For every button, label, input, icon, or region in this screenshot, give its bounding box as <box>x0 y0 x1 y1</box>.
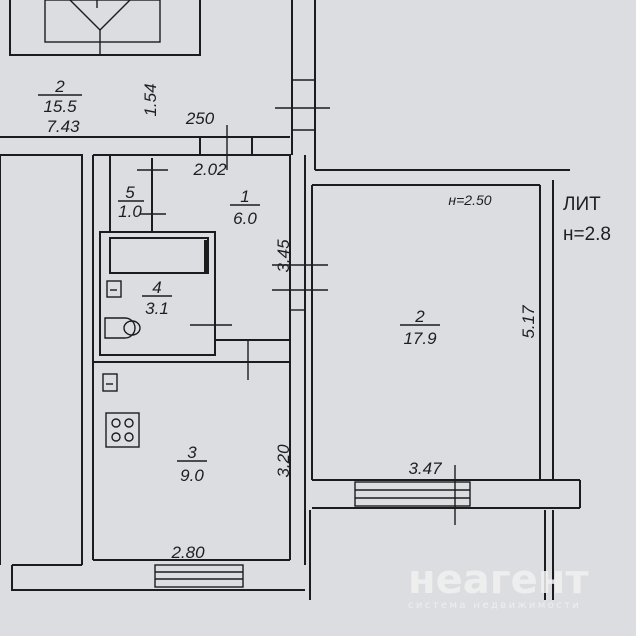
dimension-label: 3.47 <box>408 459 442 478</box>
room-number: 2 <box>54 77 65 96</box>
ceiling-height-label: н=2.50 <box>448 192 491 208</box>
dimension-label: 2.80 <box>170 543 205 562</box>
upper-apartment-walls <box>0 0 330 170</box>
dimension-label: 2.02 <box>192 160 227 179</box>
watermark-logo: неагент система недвижимости <box>408 557 589 611</box>
bottom-wall <box>11 564 305 591</box>
window-icon <box>354 481 471 507</box>
dimension-label: 3.20 <box>274 444 293 478</box>
room-number: 3 <box>187 443 197 462</box>
lit-height-label: н=2.8 <box>563 224 611 245</box>
dimension-label: 3.45 <box>274 239 293 273</box>
room-number: 2 <box>414 307 425 326</box>
dimension-label: 5.17 <box>519 305 538 339</box>
room-area: 3.1 <box>145 299 169 318</box>
watermark-brand: неагент <box>408 557 589 603</box>
room-number: 4 <box>152 278 161 297</box>
room-area: 15.5 <box>43 97 77 116</box>
toilet-icon <box>104 317 136 339</box>
room-area: 17.9 <box>403 329 437 348</box>
kitchen-sink-icon <box>102 373 118 392</box>
room-area: 6.0 <box>233 209 257 228</box>
window-icon <box>154 564 244 588</box>
bathroom-fixtures <box>102 280 141 448</box>
apartment-walls <box>93 125 328 565</box>
right-room-walls <box>309 169 581 600</box>
stove-icon <box>105 412 140 448</box>
dimension-labels: 1.54 7.43 250 2.02 3.45 3.20 2.80 5.17 3… <box>46 83 611 562</box>
dimension-label: 250 <box>185 109 215 128</box>
room-number: 5 <box>125 183 135 202</box>
left-corridor-walls <box>0 154 94 565</box>
dimension-label: 1.54 <box>141 83 160 116</box>
room-area: 1.0 <box>118 202 142 221</box>
room-labels: 2 15.5 5 1.0 1 6.0 4 3.1 3 9.0 2 17.9 <box>38 77 440 485</box>
lit-label: ЛИТ <box>563 194 601 215</box>
sink-icon <box>106 280 122 298</box>
room-number: 1 <box>240 187 249 206</box>
dimension-label: 7.43 <box>46 117 80 136</box>
watermark-tagline: система недвижимости <box>408 600 581 611</box>
room-area: 9.0 <box>180 466 204 485</box>
